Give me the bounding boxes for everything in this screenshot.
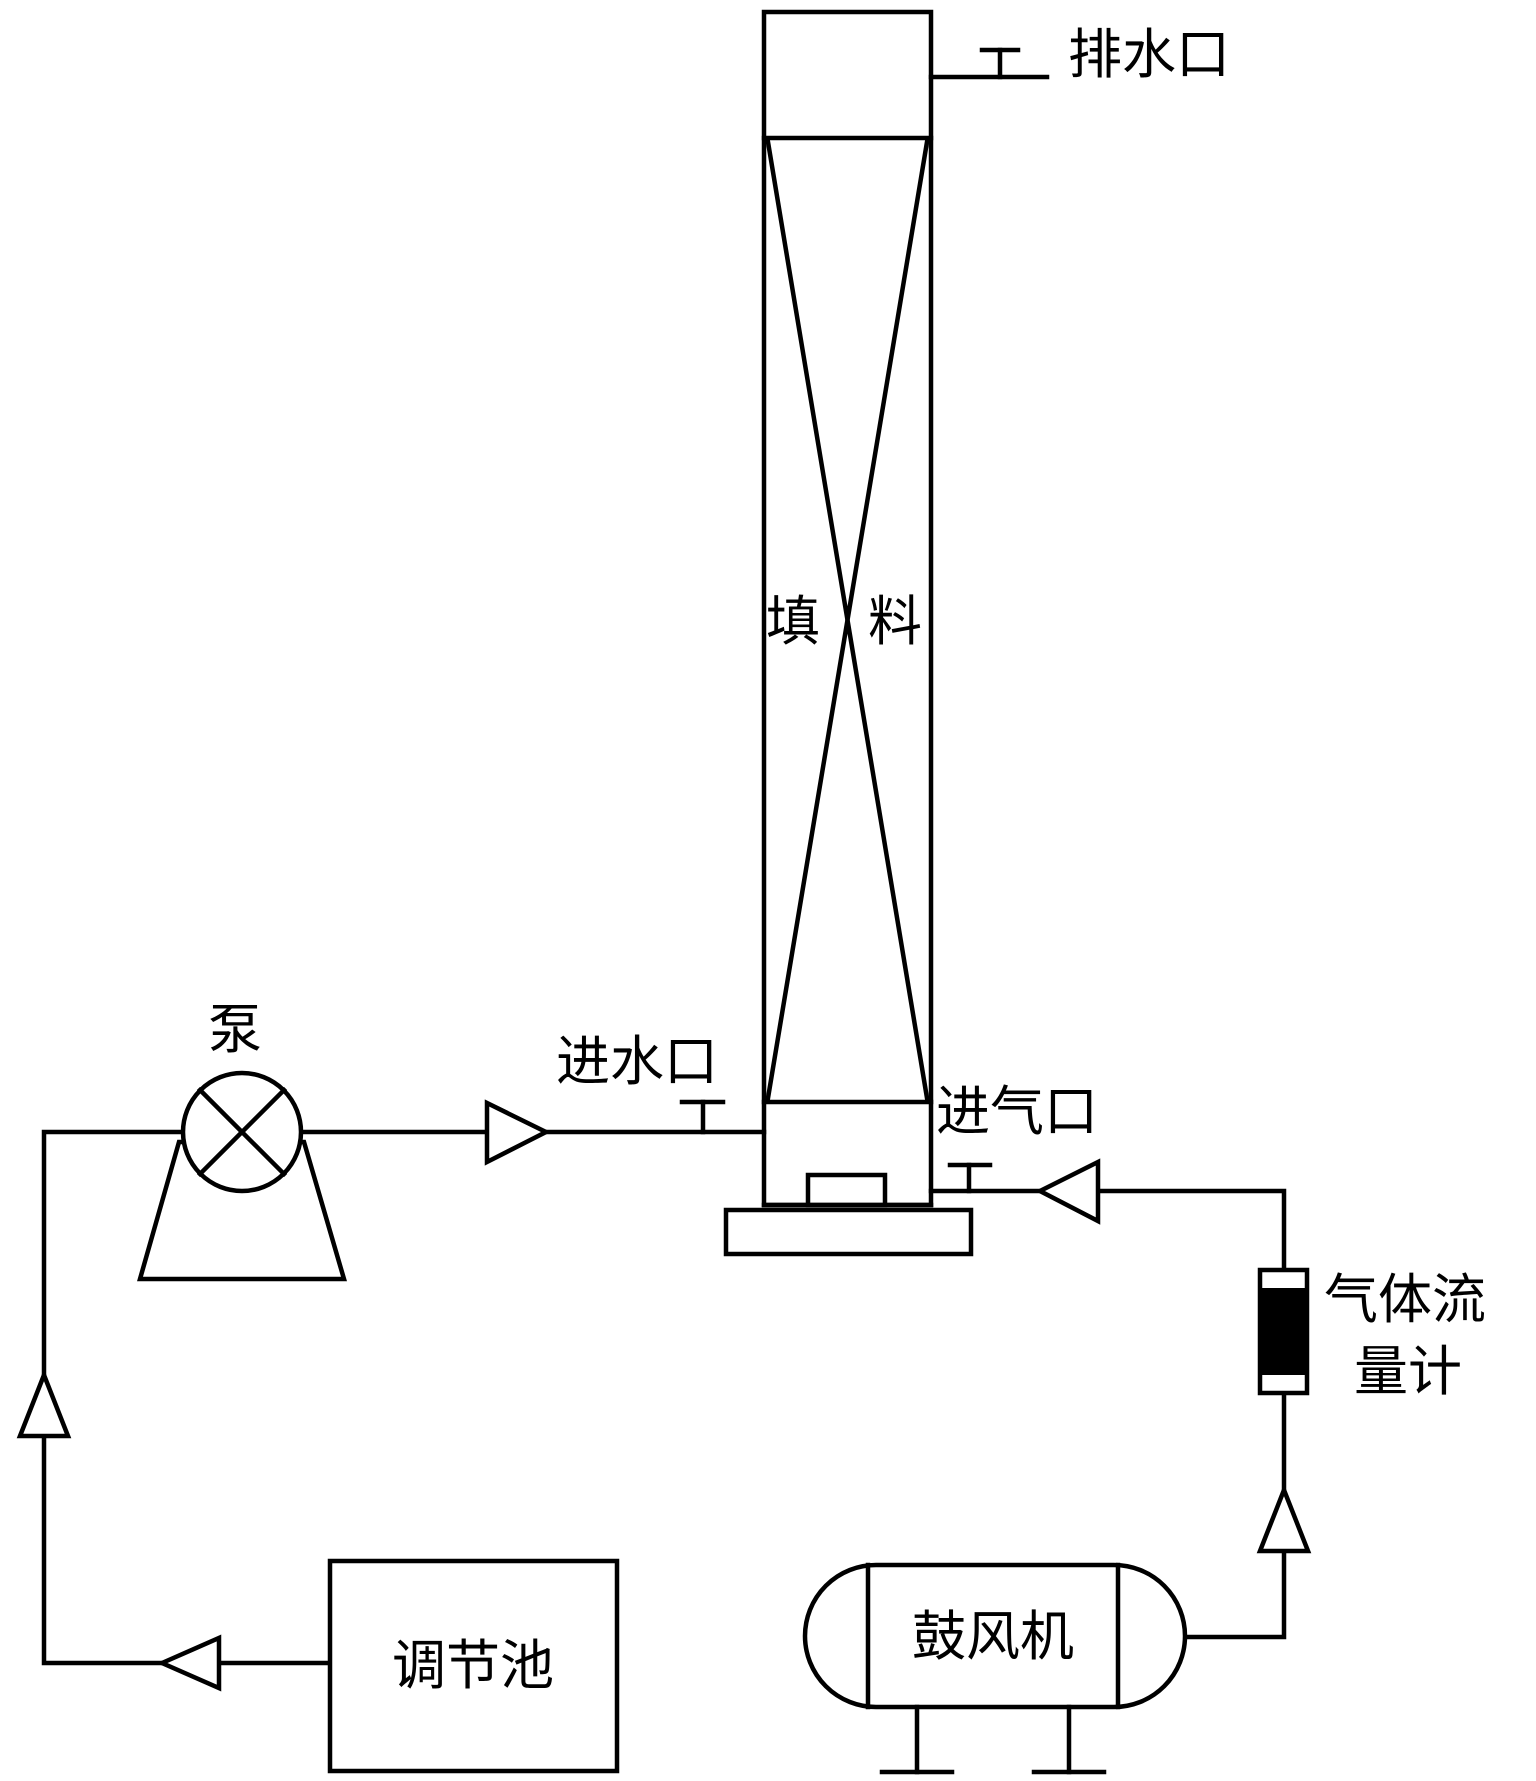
flow-arrow-tank-outlet	[156, 1634, 222, 1692]
flow-arrow-air-inlet	[1035, 1158, 1101, 1225]
blower-label: 鼓风机	[912, 1605, 1074, 1668]
pump-cross-2	[196, 1086, 288, 1178]
air-inlet-label: 进气口	[936, 1080, 1098, 1143]
air-feed-line	[928, 1158, 1312, 1640]
flow-arrow-blower-outlet	[1256, 1483, 1312, 1554]
gas-flowmeter	[1257, 1267, 1310, 1396]
flowmeter-label-line1: 气体流	[1324, 1268, 1486, 1331]
water-feed-line	[16, 1099, 767, 1692]
water-inlet-label: 进水口	[556, 1030, 718, 1093]
gas-distributor	[805, 1172, 888, 1208]
column-base-plate	[723, 1207, 974, 1257]
flow-arrow-pump-outlet	[484, 1099, 552, 1166]
regulating-tank	[327, 1558, 620, 1774]
tank-label: 调节池	[392, 1634, 554, 1697]
packing-label-right: 料	[868, 590, 922, 653]
packing-cross-line-2	[765, 139, 930, 1101]
flowmeter-label-line2: 量计	[1354, 1340, 1462, 1403]
reactor-column	[723, 9, 974, 1257]
outlet-pipe	[928, 47, 1050, 80]
flowmeter-float	[1262, 1288, 1305, 1375]
pump	[137, 1070, 348, 1282]
blower-body	[802, 1562, 1188, 1710]
outlet-label: 排水口	[1068, 23, 1230, 86]
blower	[802, 1562, 1188, 1775]
pump-label: 泵	[208, 998, 262, 1061]
flow-arrow-left-pipe	[16, 1368, 72, 1439]
packing-label-left: 填	[766, 590, 820, 653]
